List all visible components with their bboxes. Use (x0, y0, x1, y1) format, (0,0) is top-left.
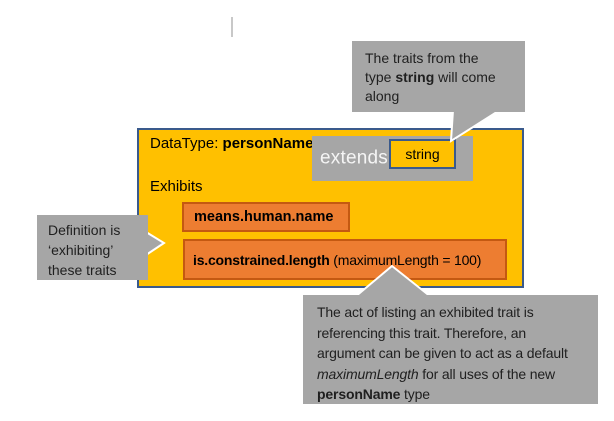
datatype-title: DataType: personName (150, 135, 313, 152)
callout-bottom-line1: The act of listing an exhibited trait is (317, 304, 534, 320)
exhibits-label: Exhibits (150, 178, 203, 195)
callout-traits-from-string: The traits from the type string will com… (352, 41, 525, 112)
callout-definition-exhibiting: Definition is ‘exhibiting’ these traits (37, 215, 148, 280)
callout-exhibited-trait-reference: The act of listing an exhibited trait is… (303, 295, 598, 404)
callout-left-line3: these traits (48, 262, 117, 278)
extends-box: extends string (312, 136, 473, 181)
callout-bottom-line5: personName type (317, 384, 598, 405)
callout-top-line2-pre: type (365, 69, 396, 85)
callout-bottom-line3: argument can be given to act as a defaul… (317, 345, 568, 361)
trait2-name: is.constrained.length (193, 251, 330, 268)
trait-box-is-constrained-length: is.constrained.length (maximumLength = 1… (183, 239, 507, 280)
callout-top-line2-post: will come (434, 69, 496, 85)
datatype-title-name: personName (222, 135, 314, 152)
callout-top-line3: along (365, 88, 400, 104)
callout-bottom-line2: referencing this trait. Therefore, an (317, 324, 526, 341)
trait-box-means-human-name: means.human.name (182, 202, 350, 232)
callout-bottom-line5-bold: personName (317, 386, 401, 402)
callout-left-line2: ‘exhibiting’ (48, 242, 114, 258)
callout-left-line1: Definition is (48, 222, 121, 238)
callout-bottom-line4-italic: maximumLength (317, 365, 419, 382)
datatype-box: DataType: personName extends string Exhi… (137, 128, 524, 288)
trait1-label: means.human.name (194, 209, 334, 225)
base-type-label: string (405, 146, 440, 162)
trait2-label: is.constrained.length (maximumLength = 1… (193, 252, 481, 268)
base-type-box: string (389, 139, 456, 169)
callout-bottom-line4-post: for all uses of the new (418, 365, 556, 382)
callout-bottom-line4: maximumLength for all uses of the new (317, 364, 598, 385)
callout-top-line1: The traits from the (365, 50, 479, 66)
extends-label: extends (320, 147, 388, 169)
trait2-args: (maximumLength = 100) (329, 251, 482, 268)
callout-top-line2-bold: string (395, 69, 435, 85)
stray-vertical-line (231, 17, 233, 37)
datatype-title-prefix: DataType: (150, 135, 223, 152)
callout-top-line2: type string will come (365, 68, 525, 87)
callout-bottom-line5-post: type (400, 386, 430, 402)
